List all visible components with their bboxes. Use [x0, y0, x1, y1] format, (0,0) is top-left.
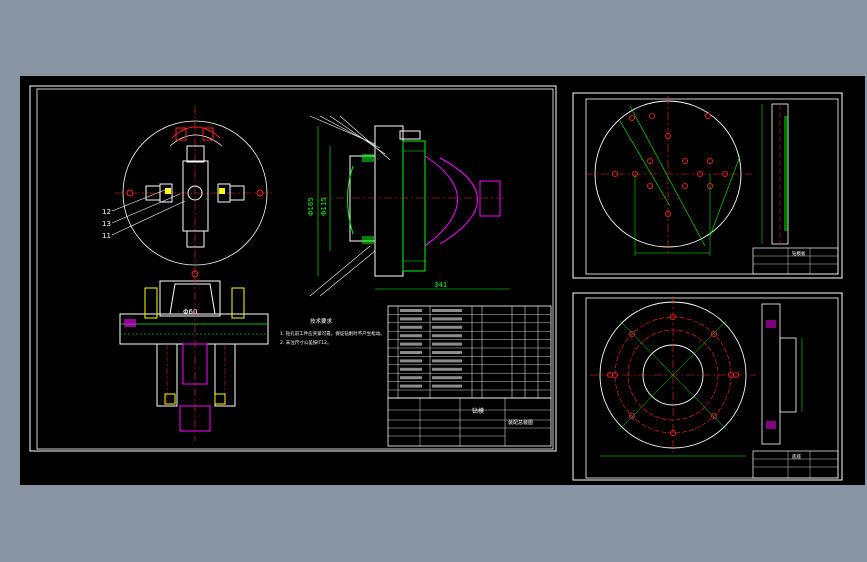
top-right-title: 钻模板 — [792, 250, 806, 257]
hole-mark — [670, 429, 677, 436]
hole-mark — [705, 113, 712, 120]
hole-mark — [682, 158, 689, 165]
parts-list-cell-text — [400, 384, 422, 388]
sheet-top-right: 钻模板 — [572, 92, 843, 279]
sheet-main: 12 13 11 Φ60 — [29, 85, 557, 452]
parts-list-cell-text — [400, 359, 422, 363]
leader-number-11: 11 — [102, 232, 111, 240]
cad-drawing: 12 13 11 Φ60 — [29, 85, 843, 481]
hole-mark — [707, 158, 714, 165]
parts-list-cell-text — [432, 309, 462, 312]
hole-mark — [647, 158, 654, 165]
parts-list-cell-text — [432, 317, 462, 321]
hole-mark — [649, 113, 656, 120]
parts-list-cell-text — [400, 367, 422, 371]
parts-list-cell-text — [400, 325, 422, 329]
hole-mark — [607, 371, 614, 378]
hole-mark — [670, 313, 677, 320]
parts-list-cell-text — [432, 376, 462, 380]
note-2: 2. 未注尺寸公差按IT12。 — [280, 339, 332, 346]
front-section-view: Φ60 — [119, 276, 269, 441]
sheet-bottom-right: 底座 — [572, 292, 843, 481]
parts-list-cell-text — [432, 342, 462, 346]
dim-diameter-165: Φ165 — [307, 197, 315, 216]
parts-list-cell-text — [400, 309, 422, 312]
notes-title: 技术要求 — [310, 317, 333, 325]
hole-mark — [612, 171, 619, 178]
parts-list-cell-text — [400, 334, 422, 338]
hole-mark — [722, 171, 729, 178]
hole-mark — [711, 412, 718, 419]
hole-mark — [629, 412, 636, 419]
title-block-name: 钻模 — [472, 407, 484, 415]
parts-list-cell-text — [432, 367, 462, 371]
parts-list-cell-text — [432, 351, 462, 354]
hole-mark — [629, 330, 636, 337]
parts-list-cell-text — [432, 325, 462, 329]
dim-diameter-115: Φ115 — [320, 197, 328, 216]
note-1: 1. 钻孔前工件应夹紧可靠，保证钻削时不产生松动。 — [280, 330, 385, 337]
hole-mark — [665, 210, 672, 217]
top-view: 12 13 11 — [102, 106, 275, 278]
parts-list-cell-text — [400, 317, 422, 321]
parts-list-cell-text — [432, 359, 462, 363]
hole-mark — [711, 330, 718, 337]
side-view: Φ165 Φ115 341 — [307, 115, 510, 297]
cad-drawing-canvas[interactable]: 12 13 11 Φ60 — [20, 76, 865, 485]
parts-list-cell-text — [400, 351, 422, 354]
parts-list-cell-text — [400, 376, 422, 380]
hole-mark — [682, 183, 689, 190]
hole-mark — [733, 371, 740, 378]
dim-width-341: 341 — [434, 281, 447, 289]
center-diameter-label: Φ60 — [183, 308, 197, 316]
leader-number-13: 13 — [102, 220, 111, 228]
hole-mark — [629, 115, 636, 122]
parts-list-cell-text — [400, 342, 422, 346]
bottom-right-title: 底座 — [792, 453, 801, 460]
hole-mark — [697, 171, 704, 178]
technical-notes: 技术要求 1. 钻孔前工件应夹紧可靠，保证钻削时不产生松动。 2. 未注尺寸公差… — [280, 317, 385, 346]
leader-number-12: 12 — [102, 208, 111, 216]
parts-list-cell-text — [432, 334, 462, 338]
hole-mark — [665, 133, 672, 140]
parts-list-and-title-block: 钻模 装配总装图 — [387, 305, 552, 447]
parts-list-cell-text — [432, 384, 462, 388]
hole-mark — [647, 183, 654, 190]
title-block-drawing: 装配总装图 — [508, 419, 533, 426]
